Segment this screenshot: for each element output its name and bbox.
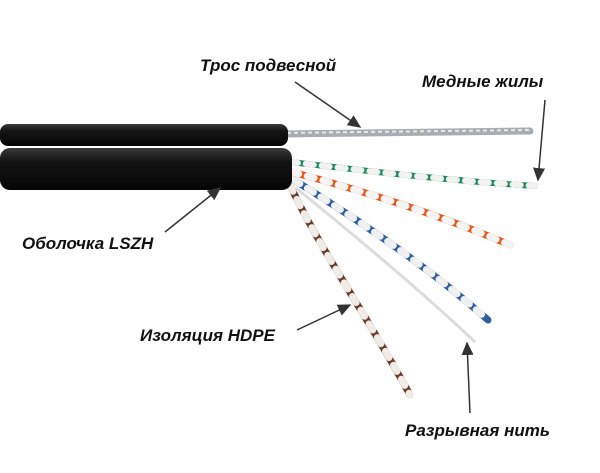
label-conductors: Медные жилы <box>422 72 544 91</box>
brown-pair <box>286 181 414 399</box>
blue-pair <box>290 176 492 324</box>
label-insulation: Изоляция HDPE <box>140 326 275 345</box>
green-pair <box>287 159 538 189</box>
cable-jacket-lszh <box>0 148 292 190</box>
arrow-messenger <box>294 81 362 128</box>
label-ripcord: Разрывная нить <box>405 421 550 440</box>
steel-messenger-wire <box>276 127 534 138</box>
label-jacket: Оболочка LSZH <box>22 234 154 253</box>
ripcord-thread <box>295 186 477 344</box>
arrow-conductors <box>533 99 546 182</box>
orange-pair <box>288 168 514 249</box>
messenger-jacket <box>0 124 288 146</box>
arrow-jacket <box>164 187 222 233</box>
arrow-ripcord <box>461 341 474 414</box>
label-messenger: Трос подвесной <box>200 56 337 75</box>
arrow-insulation <box>296 304 352 331</box>
